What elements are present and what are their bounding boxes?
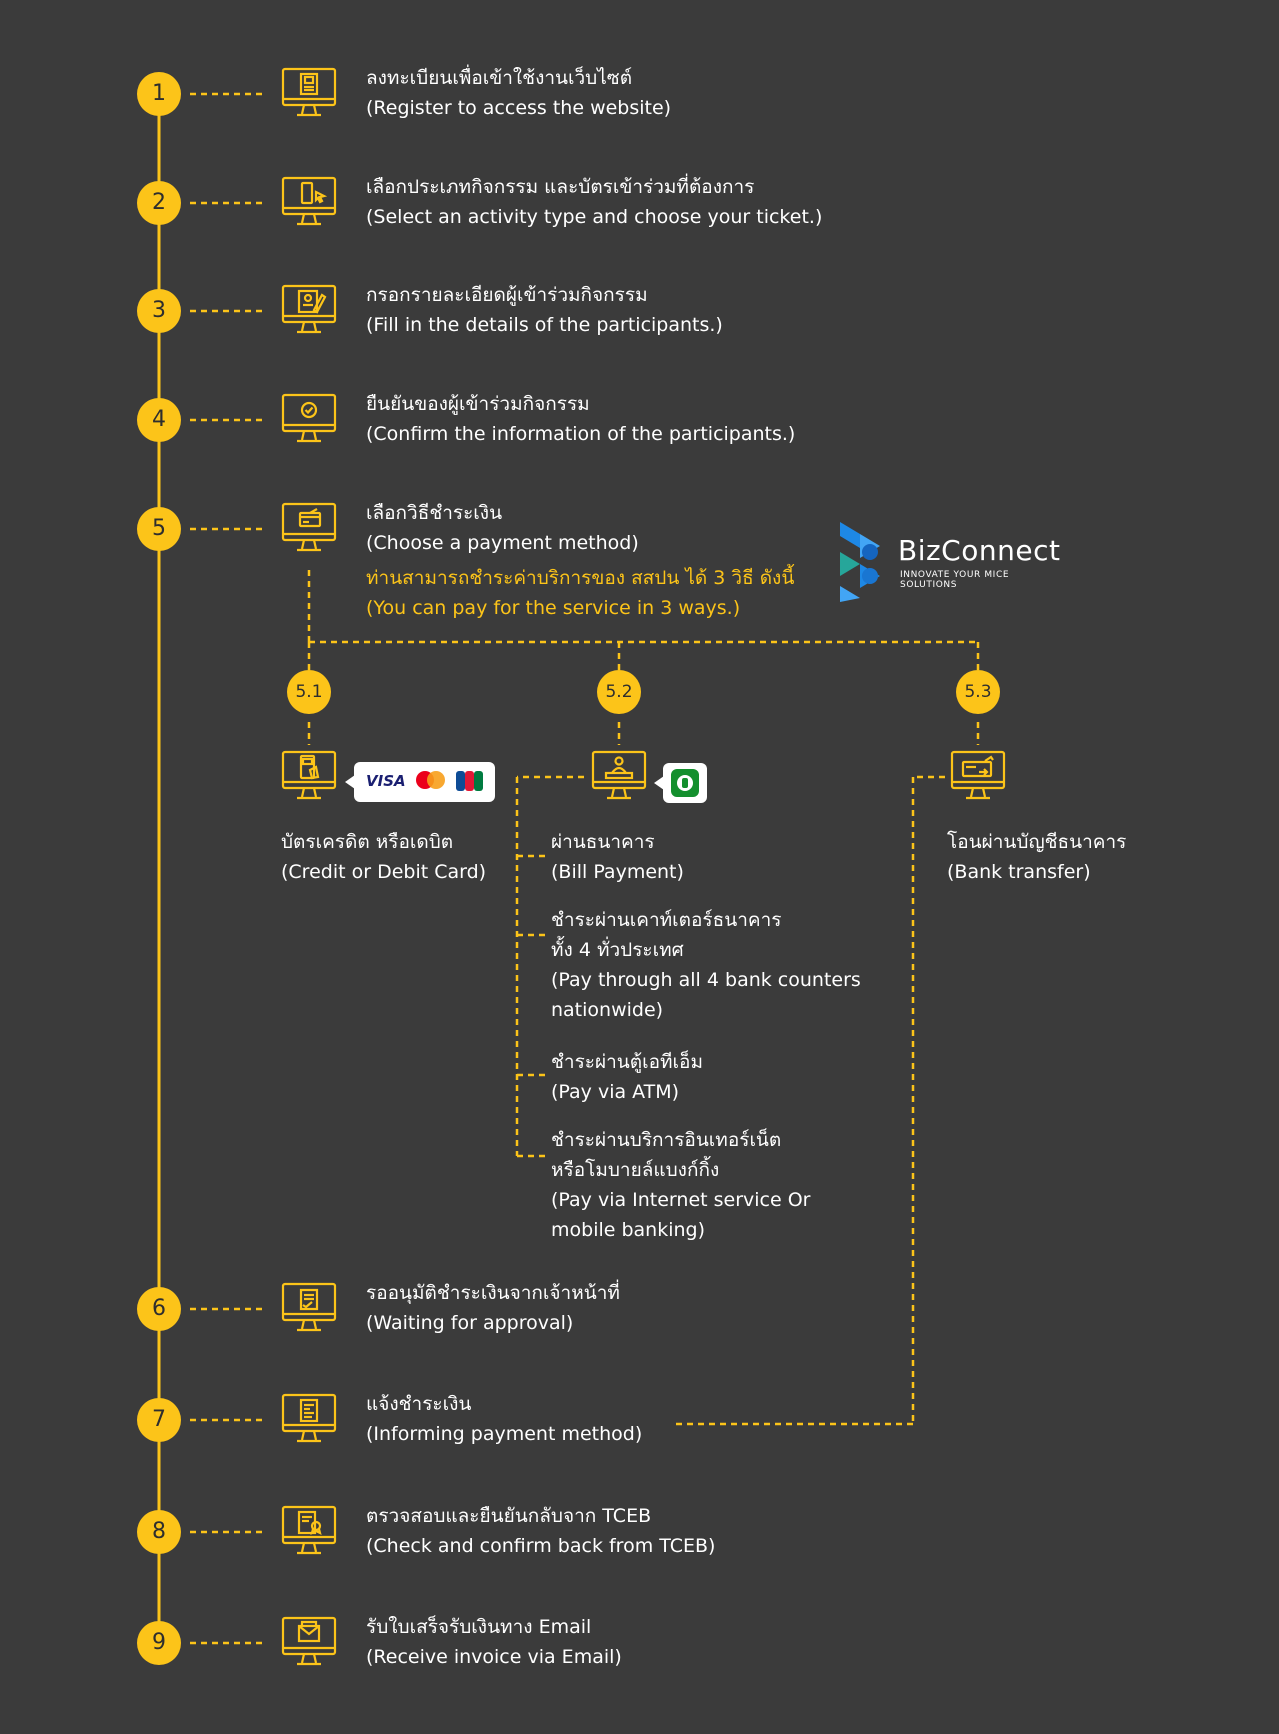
channel-internet-line-4: mobile banking): [551, 1219, 706, 1241]
step-1-thai: ลงทะเบียนเพื่อเข้าใช้งานเว็บไซต์: [366, 67, 633, 89]
step-6-number: 6: [137, 1287, 181, 1331]
step-5-text: เลือกวิธีชำระเงิน (Choose a payment meth…: [366, 498, 639, 558]
step-2-number: 2: [137, 181, 181, 225]
email-receipt-icon: [281, 1616, 337, 1666]
step-9-number: 9: [137, 1621, 181, 1665]
verify-stamp-icon: [281, 1505, 337, 1555]
bank-channel-counter: ชำระผ่านเคาท์เตอร์ธนาคาร ทั้ง 4 ทั่วประเ…: [551, 905, 861, 1025]
payment-note: ท่านสามารถชำระค่าบริการของ สสปน ได้ 3 วิ…: [366, 563, 794, 623]
step-4-text: ยืนยันของผู้เข้าร่วมกิจกรรม (Confirm the…: [366, 389, 795, 449]
brand-tagline: INNOVATE YOUR MICE SOLUTIONS: [900, 570, 1010, 590]
option-5-2-number: 5.2: [597, 670, 641, 714]
channel-counter-line-1: ชำระผ่านเคาท์เตอร์ธนาคาร: [551, 909, 782, 931]
card-logos-badge: VISA: [345, 762, 495, 802]
option-5-2-thai: ผ่านธนาคาร: [551, 831, 655, 853]
brand-name: BizConnect: [898, 534, 1061, 567]
channel-counter-line-2: ทั้ง 4 ทั่วประเทศ: [551, 939, 684, 961]
step-5-thai: เลือกวิธีชำระเงิน: [366, 502, 503, 524]
step-8-english: (Check and confirm back from TCEB): [366, 1535, 716, 1557]
payment-card-icon: [281, 502, 337, 552]
payment-note-thai: ท่านสามารถชำระค่าบริการของ สสปน ได้ 3 วิ…: [366, 567, 795, 589]
step-9-thai: รับใบเสร็จรับเงินทาง Email: [366, 1616, 592, 1638]
payment-note-english: (You can pay for the service in 3 ways.): [366, 597, 741, 619]
bank-counter-icon: [591, 750, 647, 800]
channel-atm-line-1: ชำระผ่านตู้เอทีเอ็ม: [551, 1051, 703, 1073]
approval-document-icon: [281, 1282, 337, 1332]
step-6-english: (Waiting for approval): [366, 1312, 574, 1334]
step-3-english: (Fill in the details of the participants…: [366, 314, 723, 336]
step-2-english: (Select an activity type and choose your…: [366, 206, 823, 228]
payment-notice-icon: [281, 1393, 337, 1443]
option-5-1-text: บัตรเครดิต หรือเดบิต (Credit or Debit Ca…: [281, 827, 486, 887]
step-3-text: กรอกรายละเอียดผู้เข้าร่วมกิจกรรม (Fill i…: [366, 280, 723, 340]
bank-channel-internet: ชำระผ่านบริการอินเทอร์เน็ต หรือโมบายล์แบ…: [551, 1125, 811, 1245]
channel-internet-line-2: หรือโมบายล์แบงก์กิ้ง: [551, 1159, 720, 1181]
channel-counter-line-4: nationwide): [551, 999, 664, 1021]
step-8-thai: ตรวจสอบและยืนยันกลับจาก TCEB: [366, 1505, 652, 1527]
step-9-english: (Receive invoice via Email): [366, 1646, 622, 1668]
step-4-english: (Confirm the information of the particip…: [366, 423, 796, 445]
option-5-1-number: 5.1: [287, 670, 331, 714]
step-6-thai: รออนุมัติชำระเงินจากเจ้าหน้าที่: [366, 1282, 620, 1304]
channel-counter-line-3: (Pay through all 4 bank counters: [551, 969, 861, 991]
option-5-3-thai: โอนผ่านบัญชีธนาคาร: [947, 831, 1127, 853]
bank-channel-atm: ชำระผ่านตู้เอทีเอ็ม (Pay via ATM): [551, 1047, 703, 1107]
confirm-check-icon: [281, 393, 337, 443]
channel-atm-line-2: (Pay via ATM): [551, 1081, 680, 1103]
step-3-thai: กรอกรายละเอียดผู้เข้าร่วมกิจกรรม: [366, 284, 648, 306]
option-5-2-english: (Bill Payment): [551, 861, 684, 883]
option-5-3-text: โอนผ่านบัญชีธนาคาร (Bank transfer): [947, 827, 1126, 887]
option-5-2-text: ผ่านธนาคาร (Bill Payment): [551, 827, 684, 887]
step-3-number: 3: [137, 289, 181, 333]
step-5-number: 5: [137, 507, 181, 551]
channel-internet-line-1: ชำระผ่านบริการอินเทอร์เน็ต: [551, 1129, 782, 1151]
step-2-text: เลือกประเภทกิจกรรม และบัตรเข้าร่วมที่ต้อ…: [366, 172, 822, 232]
option-5-1-thai: บัตรเครดิต หรือเดบิต: [281, 831, 454, 853]
step-4-number: 4: [137, 398, 181, 442]
step-4-thai: ยืนยันของผู้เข้าร่วมกิจกรรม: [366, 393, 590, 415]
bank-logo-badge: [654, 763, 707, 803]
step-9-text: รับใบเสร็จรับเงินทาง Email (Receive invo…: [366, 1612, 622, 1672]
bank-transfer-icon: [950, 750, 1006, 800]
step-7-english: (Informing payment method): [366, 1423, 643, 1445]
channel-internet-line-3: (Pay via Internet service Or: [551, 1189, 811, 1211]
step-7-number: 7: [137, 1398, 181, 1442]
bizconnect-logo: BizConnect INNOVATE YOUR MICE SOLUTIONS: [838, 518, 1060, 606]
fill-details-icon: [281, 284, 337, 334]
step-7-text: แจ้งชำระเงิน (Informing payment method): [366, 1389, 642, 1449]
visa-logo: VISA: [366, 772, 406, 790]
step-1-english: (Register to access the website): [366, 97, 672, 119]
step-7-thai: แจ้งชำระเงิน: [366, 1393, 472, 1415]
option-5-3-number: 5.3: [956, 670, 1000, 714]
option-5-1-english: (Credit or Debit Card): [281, 861, 487, 883]
card-terminal-icon: [281, 750, 337, 800]
select-ticket-icon: [281, 176, 337, 226]
jcb-logo: [456, 771, 484, 791]
registration-form-icon: [281, 67, 337, 117]
kasikorn-bank-icon: [671, 769, 699, 797]
step-1-text: ลงทะเบียนเพื่อเข้าใช้งานเว็บไซต์ (Regist…: [366, 63, 671, 123]
step-5-english: (Choose a payment method): [366, 532, 639, 554]
bizconnect-mark-icon: [840, 522, 880, 602]
mastercard-logo-overlap: [427, 771, 445, 789]
step-8-number: 8: [137, 1510, 181, 1554]
option-5-3-english: (Bank transfer): [947, 861, 1091, 883]
step-2-thai: เลือกประเภทกิจกรรม และบัตรเข้าร่วมที่ต้อ…: [366, 176, 755, 198]
step-1-number: 1: [137, 72, 181, 116]
step-8-text: ตรวจสอบและยืนยันกลับจาก TCEB (Check and …: [366, 1501, 715, 1561]
step-6-text: รออนุมัติชำระเงินจากเจ้าหน้าที่ (Waiting…: [366, 1278, 620, 1338]
